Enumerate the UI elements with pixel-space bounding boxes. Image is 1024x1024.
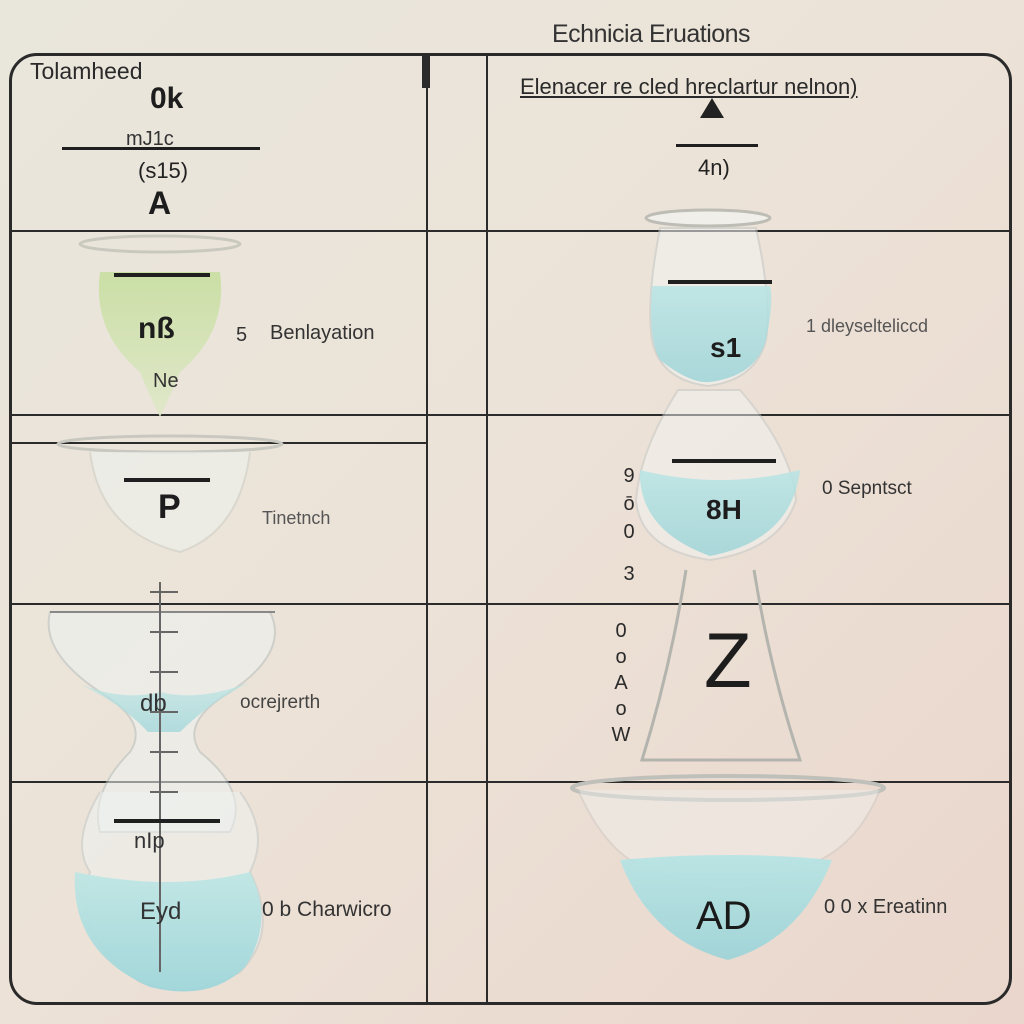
left-heading-value: 0k	[150, 82, 184, 115]
left-row5-symbol: nIp	[134, 828, 165, 853]
fraction-bar	[62, 147, 260, 150]
fraction-top: mJ1c	[126, 128, 174, 150]
left-row2-symbol-sub: Ne	[153, 370, 179, 392]
fraction-bottom: (s15)	[138, 158, 189, 183]
left-row4-label: ocrejrerth	[240, 692, 321, 713]
row-line-1	[10, 230, 1010, 232]
right-heading: Elenacer re cled hreclartur nelnon)	[520, 74, 858, 99]
right-row4-symbol: Z	[704, 616, 752, 704]
left-row5-bar	[114, 819, 220, 823]
left-row2-bar	[114, 273, 210, 277]
side-mark: 9	[623, 465, 635, 487]
left-row5-symbol-sub: Eyd	[140, 898, 182, 925]
left-row3-symbol: P	[158, 488, 181, 526]
row-line-4	[10, 781, 1010, 783]
right-row5-symbol: AD	[696, 894, 752, 938]
left-row4-symbol: db	[140, 690, 167, 717]
row-line-3	[10, 603, 1010, 605]
side-mark: o	[615, 698, 627, 720]
divider-tick	[422, 56, 430, 88]
left-row2-symbol: nß	[138, 312, 175, 345]
right-row3-bar	[672, 459, 776, 463]
left-vessel-illustration	[47, 234, 284, 992]
side-mark: 3	[623, 563, 635, 585]
symbol-a: A	[148, 185, 172, 221]
side-mark: ō	[623, 493, 635, 515]
diagram-title: Echnicia Eruations	[552, 20, 751, 48]
triangle-marker	[700, 98, 724, 118]
left-row3-bar	[124, 478, 210, 482]
column-divider-left	[426, 56, 428, 1004]
right-row3-side-marks: 9 ō 0 3	[618, 462, 640, 588]
right-fraction-bar	[676, 144, 758, 147]
left-row3-label: Tinetnch	[262, 508, 331, 528]
side-mark: o	[615, 646, 627, 668]
left-row5-label: 0 b Charwicro	[262, 898, 392, 921]
row-line-2	[10, 414, 1010, 416]
side-mark: W	[611, 724, 631, 746]
side-mark: A	[614, 672, 628, 694]
right-row5-label: 0 0 x Ereatinn	[824, 896, 948, 918]
right-row2-symbol: s1	[710, 332, 742, 363]
right-row3-symbol: 8H	[706, 494, 742, 525]
table-frame	[9, 53, 1012, 1005]
left-row2-label: Benlayation	[270, 322, 375, 344]
row-line-2b	[10, 442, 426, 444]
right-row3-label: 0 Sepntsct	[822, 478, 912, 499]
side-mark: 0	[623, 521, 635, 543]
right-row2-bar	[668, 280, 772, 284]
left-heading: Tolamheed	[30, 58, 143, 84]
side-mark: 0	[615, 620, 627, 642]
right-vessel-illustration	[570, 208, 886, 960]
right-row2-label: 1 dleyselteliccd	[806, 316, 929, 336]
column-divider-right	[486, 56, 488, 1004]
right-heading-value: 4n)	[698, 155, 730, 180]
left-row2-number: 5	[236, 324, 248, 346]
right-row4-side-marks: 0 o A o W	[610, 618, 632, 748]
